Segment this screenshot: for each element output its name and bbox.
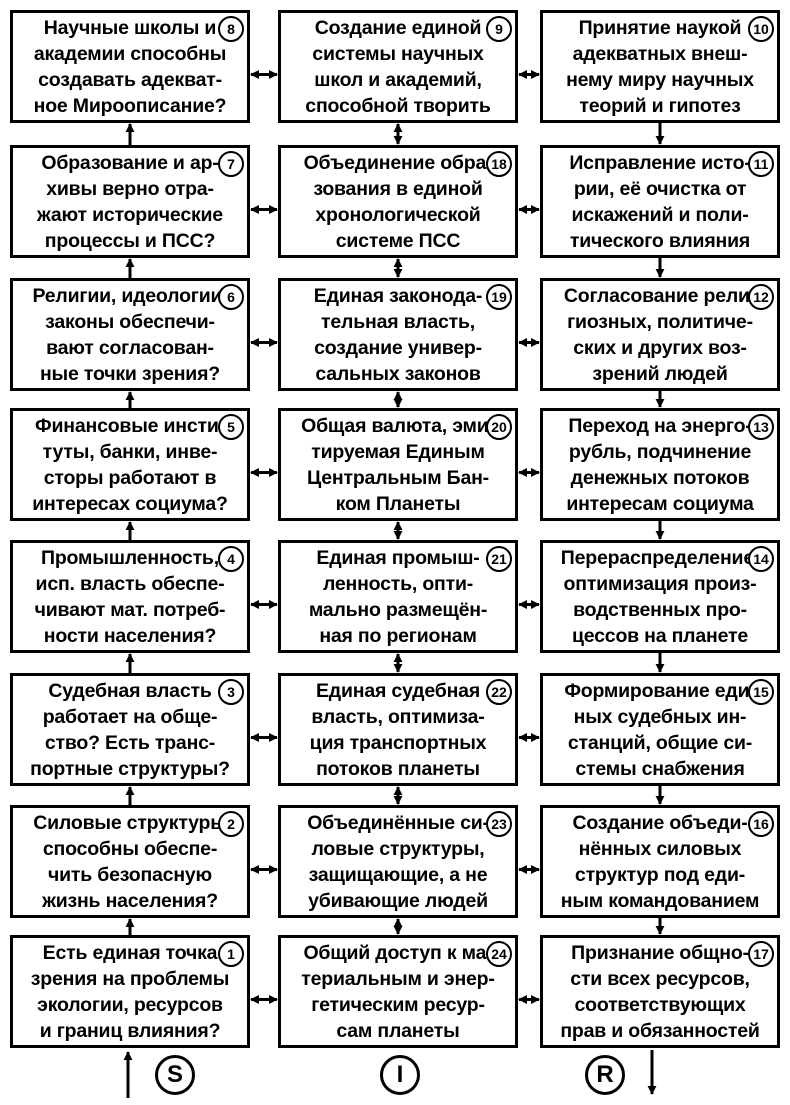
step-box-22: Единая судебная власть, оптимиза- ция тр… [278, 673, 518, 786]
step-text: Формирование еди- ных судебных ин- станц… [564, 679, 756, 780]
step-box-3: Судебная власть работает на обще- ство? … [10, 673, 250, 786]
step-number-badge: 11 [748, 151, 774, 177]
step-number-badge: 24 [486, 941, 512, 967]
step-box-20: Общая валюта, эми- тируемая Единым Центр… [278, 408, 518, 521]
step-number-badge: 19 [486, 284, 512, 310]
step-number-badge: 7 [218, 151, 244, 177]
step-number-badge: 16 [748, 811, 774, 837]
step-box-23: Объединённые си- ловые структуры, защища… [278, 805, 518, 918]
step-text: Создание объеди- нённых силовых структур… [560, 811, 760, 912]
step-number-badge: 23 [486, 811, 512, 837]
step-box-12: Согласование рели- гиозных, политиче- ск… [540, 278, 780, 391]
step-number-badge: 1 [218, 941, 244, 967]
step-number-badge: 6 [218, 284, 244, 310]
step-number-badge: 20 [486, 414, 512, 440]
step-number-badge: 21 [486, 546, 512, 572]
step-number-badge: 10 [748, 16, 774, 42]
step-box-18: Объединение обра- зования в единой хроно… [278, 145, 518, 258]
step-number-badge: 9 [486, 16, 512, 42]
step-number-badge: 13 [748, 414, 774, 440]
step-text: Есть единая точка зрения на проблемы эко… [30, 941, 230, 1042]
step-text: Силовые структуры способны обеспе- чить … [33, 811, 227, 912]
step-text: Исправление исто- рии, её очистка от иск… [569, 151, 751, 252]
step-box-16: Создание объеди- нённых силовых структур… [540, 805, 780, 918]
step-number-badge: 14 [748, 546, 774, 572]
step-text: Создание единой системы научных школ и а… [305, 16, 491, 117]
step-number-badge: 3 [218, 679, 244, 705]
step-box-19: Единая законода- тельная власть, создани… [278, 278, 518, 391]
step-number-badge: 5 [218, 414, 244, 440]
step-number-badge: 18 [486, 151, 512, 177]
step-text: Общая валюта, эми- тируемая Единым Центр… [301, 414, 495, 515]
step-number-badge: 22 [486, 679, 512, 705]
step-text: Промышленность, исп. власть обеспе- чива… [34, 546, 226, 647]
step-number-badge: 4 [218, 546, 244, 572]
step-text: Согласование рели- гиозных, политиче- ск… [563, 284, 757, 385]
step-box-2: Силовые структуры способны обеспе- чить … [10, 805, 250, 918]
step-text: Единая судебная власть, оптимиза- ция тр… [309, 679, 487, 780]
step-box-5: Финансовые инсти- туты, банки, инве- сто… [10, 408, 250, 521]
step-box-8: Научные школы и академии способны создав… [10, 10, 250, 123]
step-box-10: Принятие наукой адекватных внеш- нему ми… [540, 10, 780, 123]
step-text: Перераспределение, оптимизация произ- во… [560, 546, 760, 647]
step-text: Религии, идеологии, законы обеспечи- ваю… [32, 284, 228, 385]
step-box-24: Общий доступ к ма- териальным и энер- ге… [278, 935, 518, 1048]
step-box-11: Исправление исто- рии, её очистка от иск… [540, 145, 780, 258]
step-number-badge: 12 [748, 284, 774, 310]
step-text: Научные школы и академии способны создав… [33, 16, 227, 117]
step-number-badge: 8 [218, 16, 244, 42]
step-text: Единая законода- тельная власть, создани… [313, 284, 483, 385]
step-box-14: Перераспределение, оптимизация произ- во… [540, 540, 780, 653]
step-box-6: Религии, идеологии, законы обеспечи- ваю… [10, 278, 250, 391]
step-box-4: Промышленность, исп. власть обеспе- чива… [10, 540, 250, 653]
step-box-21: Единая промыш- ленность, опти- мально ра… [278, 540, 518, 653]
step-text: Переход на энерго- рубль, подчинение ден… [566, 414, 754, 515]
step-text: Общий доступ к ма- териальным и энер- ге… [301, 941, 495, 1042]
step-box-13: Переход на энерго- рубль, подчинение ден… [540, 408, 780, 521]
step-number-badge: 17 [748, 941, 774, 967]
step-text: Судебная власть работает на обще- ство? … [30, 679, 230, 780]
column-label-i: I [380, 1055, 420, 1095]
step-text: Признание общно- сти всех ресурсов, соот… [560, 941, 760, 1042]
step-number-badge: 15 [748, 679, 774, 705]
column-label-s: S [155, 1055, 195, 1095]
step-box-9: Создание единой системы научных школ и а… [278, 10, 518, 123]
step-box-1: Есть единая точка зрения на проблемы эко… [10, 935, 250, 1048]
step-box-17: Признание общно- сти всех ресурсов, соот… [540, 935, 780, 1048]
step-number-badge: 2 [218, 811, 244, 837]
step-text: Объединение обра- зования в единой хроно… [303, 151, 493, 252]
step-text: Принятие наукой адекватных внеш- нему ми… [566, 16, 754, 117]
step-text: Образование и ар- хивы верно отра- жают … [37, 151, 223, 252]
column-label-r: R [585, 1055, 625, 1095]
step-text: Объединённые си- ловые структуры, защища… [307, 811, 489, 912]
step-text: Единая промыш- ленность, опти- мально ра… [308, 546, 488, 647]
step-box-15: Формирование еди- ных судебных ин- станц… [540, 673, 780, 786]
step-text: Финансовые инсти- туты, банки, инве- сто… [32, 414, 228, 515]
step-box-7: Образование и ар- хивы верно отра- жают … [10, 145, 250, 258]
